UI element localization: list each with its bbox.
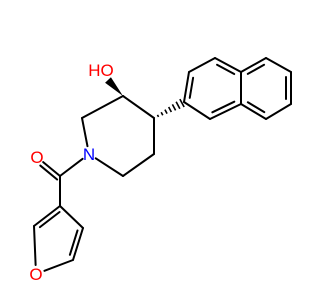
bond-naph-c4-c4a-double: [216, 63, 236, 76]
molecule-structure: HO O N O: [29, 57, 292, 284]
bond-naph-c8a-c1: [209, 103, 242, 120]
bond-naph-c1-c2: [183, 101, 211, 120]
bond-n-carbonyl: [59, 157, 84, 177]
bond-c5-c6: [122, 153, 155, 177]
bond-furan-c4-c3-double: [38, 211, 61, 229]
stereo-bonds: [105, 77, 185, 118]
bond-furan-c4-c3: [33, 205, 61, 227]
hash-bond-c4-naphthyl-stroke: [160, 111, 164, 116]
bond-naph-c2-c3-double: [188, 76, 195, 99]
bonds: [33, 57, 292, 272]
bond-naph-c3-c4: [188, 57, 216, 73]
bond-naph-c4a-c5-double: [246, 63, 266, 75]
furan-oxygen-label: O: [29, 265, 42, 284]
hash-bond-c4-naphthyl-stroke: [156, 114, 160, 118]
bond-furan-o-c4: [33, 225, 37, 267]
hash-bond-c4-naphthyl-stroke: [167, 106, 173, 113]
bond-c3-c4: [122, 95, 155, 119]
hash-bond-c4-naphthyl-stroke: [175, 101, 181, 110]
ring-nitrogen-label: N: [83, 145, 95, 164]
bond-furan-c2-c1-double: [68, 229, 79, 256]
hash-bond-c4-naphthyl-stroke: [164, 109, 168, 114]
bond-carbonyl-o-double: [39, 164, 59, 181]
bond-naph-c2-c3: [183, 71, 190, 103]
molecule-canvas: HO O N O: [29, 57, 292, 284]
bond-naph-c4-c4a: [214, 57, 242, 73]
bond-naph-c4a-c5: [240, 57, 267, 73]
bond-naph-c8a-c1-double: [211, 100, 236, 114]
bond-naph-c5-c6: [265, 57, 292, 73]
bond-naph-c7-c8: [265, 103, 292, 120]
hydroxyl-label: HO: [88, 61, 114, 80]
bond-furan-c2-c1: [72, 227, 84, 261]
bond-n-c2: [81, 117, 89, 148]
hash-bond-c4-naphthyl-stroke: [179, 98, 185, 108]
bond-furan-c3-c2: [59, 205, 84, 229]
hash-bond-c4-naphthyl-stroke: [171, 103, 177, 111]
atom-labels: HO O N O: [29, 61, 113, 284]
carbonyl-oxygen-label: O: [30, 148, 43, 167]
bond-naph-c8-c8a: [240, 103, 267, 120]
bond-furan-c1-o: [43, 259, 74, 272]
wedge-bond-c3-oh: [105, 77, 123, 96]
bond-c6-n: [94, 157, 124, 177]
bond-c2-c3: [81, 95, 124, 119]
bond-naph-c8-c8a-double: [246, 101, 266, 114]
bond-carbonyl-o: [42, 161, 61, 177]
